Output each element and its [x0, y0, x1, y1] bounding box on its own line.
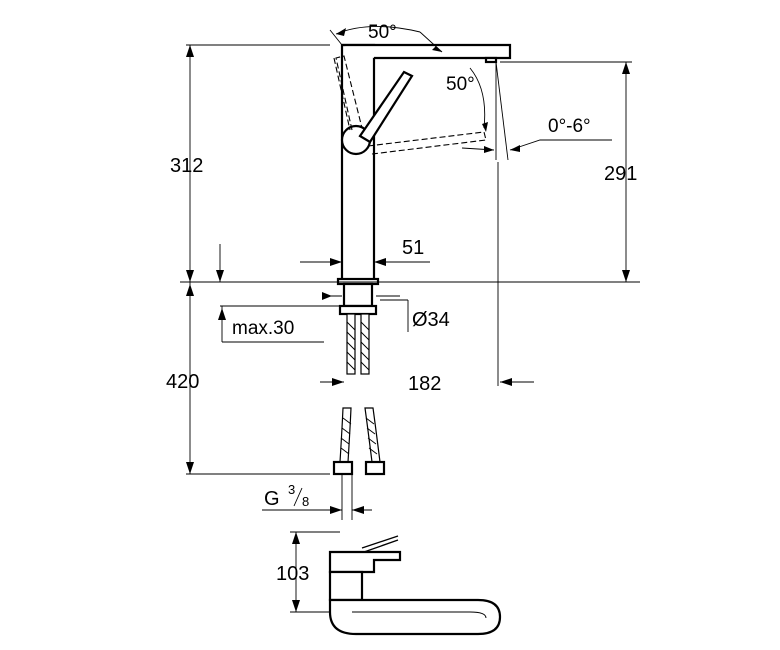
dim-body-diameter: 51 [402, 237, 424, 259]
lever-pos-forward [367, 131, 487, 155]
lever-pos-up [335, 55, 363, 131]
hose-right-lower [364, 407, 381, 463]
lever-handle [358, 70, 414, 144]
spout-arm [342, 43, 512, 60]
thread-label-denominator: 8 [302, 494, 309, 509]
angle-arc-second [469, 67, 486, 129]
dimension-lines: 312 291 51 Ø34 max.30 420 [166, 44, 637, 520]
dim-hose-length: 420 [166, 371, 199, 393]
faucet-top-view: 103 [276, 531, 502, 636]
dim-height-spout: 291 [604, 163, 637, 185]
angle-label-lever-swing: 50° [368, 22, 397, 43]
hose-right-upper [360, 313, 370, 375]
dim-height-total: 312 [170, 155, 203, 177]
top-spout [328, 598, 502, 636]
angle-label-lever-tilt: 50° [446, 74, 475, 95]
aerator [484, 56, 498, 64]
hose-left-upper [346, 313, 356, 375]
angle-label-spout-tilt: 0°-6° [548, 116, 591, 137]
dim-spout-reach: 182 [408, 373, 441, 395]
dim-lever-height: 103 [276, 563, 309, 585]
hose-left-lower [339, 407, 352, 463]
mounting-shank [342, 282, 374, 308]
faucet-body [340, 43, 376, 283]
faucet-side-view [333, 43, 512, 286]
top-lever [328, 550, 402, 574]
fitting-right [364, 460, 386, 476]
dim-max-thickness: max.30 [232, 318, 294, 339]
mounting-nut [338, 304, 378, 316]
mounting-section [180, 281, 640, 476]
thread-label-main: G [264, 488, 280, 510]
top-body [328, 570, 364, 602]
tilt-guide [333, 57, 351, 131]
thread-label-numerator: 3 [288, 482, 295, 497]
dim-hole-diameter: Ø34 [412, 309, 450, 331]
fitting-left [332, 460, 354, 476]
angle-indicators: 50° 50° 0°-6° [329, 22, 612, 161]
